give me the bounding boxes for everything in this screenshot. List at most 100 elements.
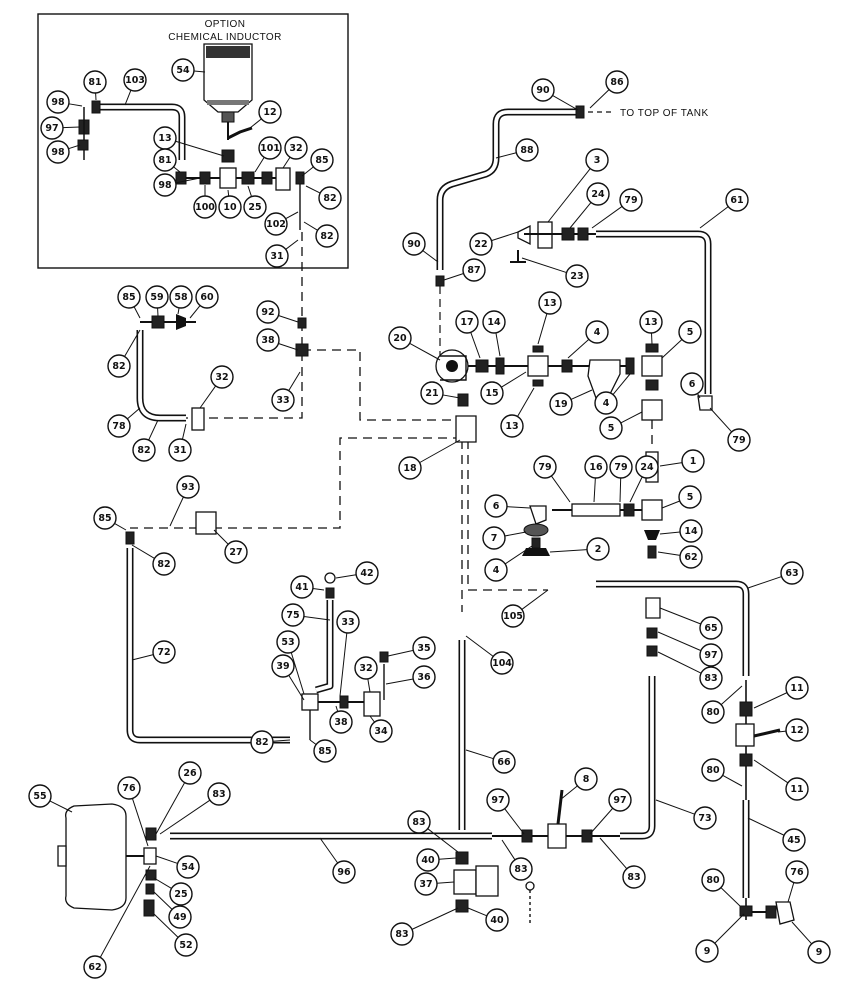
callout-bubble xyxy=(785,676,809,700)
pipe-66 xyxy=(453,640,535,926)
callout-leader xyxy=(720,685,743,706)
callout-number: 105 xyxy=(503,611,523,622)
callout-leader xyxy=(517,387,535,417)
callout-c58: 58 xyxy=(169,285,193,315)
callout-number: 83 xyxy=(395,929,408,940)
callout-number: 31 xyxy=(270,251,283,262)
callout-bubble xyxy=(207,782,231,806)
callout-c101: 101 xyxy=(254,136,282,173)
callout-number: 78 xyxy=(112,421,126,432)
callout-number: 9 xyxy=(704,946,711,957)
callout-bubble xyxy=(354,656,378,680)
callout-number: 11 xyxy=(790,683,803,694)
callout-leader xyxy=(547,168,591,223)
callout-leader xyxy=(301,166,314,177)
callout-bubble xyxy=(701,868,725,892)
callout-bubble xyxy=(390,922,414,946)
callout-leader xyxy=(589,89,610,109)
callout-number: 53 xyxy=(281,637,294,648)
callout-c25a: 25 xyxy=(243,185,267,219)
callout-c2: 2 xyxy=(549,537,610,561)
callout-bubble xyxy=(388,326,412,350)
callout-bubble xyxy=(586,537,610,561)
callout-c90b: 90 xyxy=(402,232,439,263)
callout-number: 93 xyxy=(181,482,194,493)
callout-c22: 22 xyxy=(469,231,519,256)
callout-c13b: 13 xyxy=(537,291,562,345)
callout-number: 49 xyxy=(173,912,186,923)
callout-bubble xyxy=(482,526,506,550)
callout-bubble xyxy=(123,68,147,92)
callout-leader xyxy=(177,307,180,315)
callout-number: 82 xyxy=(255,737,268,748)
callout-c14a: 14 xyxy=(482,310,506,357)
callout-c79a: 79 xyxy=(591,188,643,229)
callout-bubble xyxy=(355,561,379,585)
callout-number: 12 xyxy=(263,107,276,118)
callout-number: 83 xyxy=(212,789,225,800)
callout-number: 6 xyxy=(493,501,500,512)
callout-leader xyxy=(659,462,683,467)
callout-c53: 53 xyxy=(276,630,305,695)
callout-number: 59 xyxy=(150,292,163,303)
callout-leader xyxy=(753,759,789,784)
callout-number: 14 xyxy=(684,526,698,537)
callout-number: 102 xyxy=(266,219,286,230)
callout-bubble xyxy=(725,188,749,212)
callout-leader xyxy=(722,774,743,787)
callout-bubble xyxy=(224,540,248,564)
callout-leader xyxy=(753,692,788,709)
callout-leader xyxy=(612,373,631,395)
callout-c10: 10 xyxy=(218,189,242,219)
callout-bubble xyxy=(695,939,719,963)
callout-bubble xyxy=(218,195,242,219)
callout-leader xyxy=(419,439,461,464)
callout-c65: 65 xyxy=(659,607,723,640)
callout-bubble xyxy=(807,940,831,964)
callout-bubble xyxy=(132,438,156,462)
callout-c33b: 33 xyxy=(336,610,360,697)
callout-leader xyxy=(272,739,291,742)
callout-c75: 75 xyxy=(281,603,331,627)
callout-bubble xyxy=(407,810,431,834)
callout-number: 4 xyxy=(603,398,610,409)
callout-leader xyxy=(153,913,179,938)
callout-bubble xyxy=(117,285,141,309)
callout-c81b: 81 xyxy=(153,148,181,173)
callout-leader xyxy=(303,221,318,231)
option-subtitle: CHEMICAL INDUCTOR xyxy=(168,32,281,43)
callout-bubble xyxy=(256,300,280,324)
callout-bubble xyxy=(313,739,337,763)
callout-c79d: 79 xyxy=(609,455,633,503)
callout-c11b: 11 xyxy=(753,759,809,801)
callout-leader xyxy=(288,371,301,391)
callout-number: 87 xyxy=(467,265,480,276)
callout-bubble xyxy=(398,456,422,480)
callout-number: 8 xyxy=(583,774,590,785)
callout-number: 97 xyxy=(45,123,58,134)
callout-leader xyxy=(570,389,593,400)
callout-number: 7 xyxy=(491,533,498,544)
callout-c5a: 5 xyxy=(661,320,702,359)
callout-bubble xyxy=(785,860,809,884)
callout-c63: 63 xyxy=(747,561,804,589)
callout-bubble xyxy=(258,136,282,160)
callout-leader xyxy=(227,189,230,197)
callout-c80a: 80 xyxy=(701,685,743,724)
callout-c13c: 13 xyxy=(639,310,663,345)
callout-leader xyxy=(335,705,339,712)
callout-bubble xyxy=(585,148,609,172)
callout-bubble xyxy=(93,506,117,530)
callout-number: 80 xyxy=(706,707,720,718)
callout-leader xyxy=(422,250,439,263)
callout-c3: 3 xyxy=(547,148,609,223)
callout-number: 54 xyxy=(181,862,195,873)
callout-c8: 8 xyxy=(559,767,598,801)
callout-c92: 92 xyxy=(256,300,299,324)
callout-bubble xyxy=(176,475,200,499)
callout-leader xyxy=(213,529,229,545)
callout-leader xyxy=(199,385,217,409)
callout-number: 85 xyxy=(122,292,135,303)
callout-c85b: 85 xyxy=(117,285,141,319)
callout-bubble xyxy=(265,244,289,268)
